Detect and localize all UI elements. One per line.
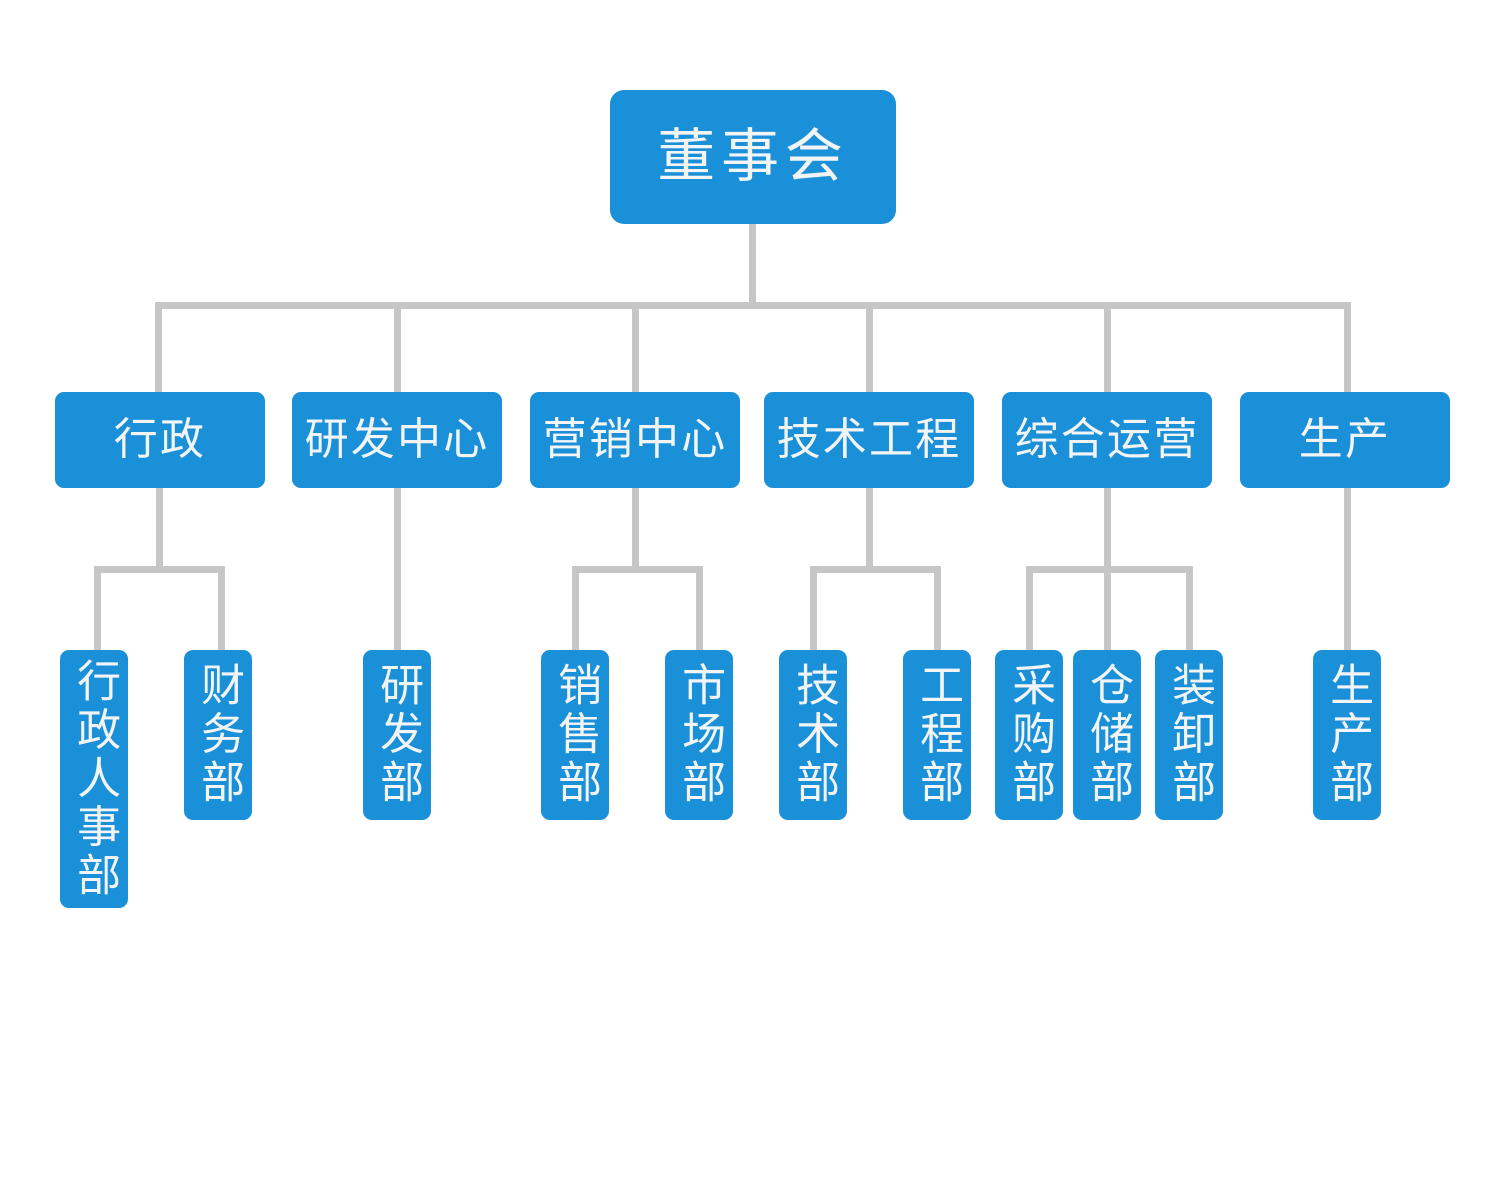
org-node-division-integrated-operations[interactable]: 综合运营 <box>1002 392 1212 488</box>
connector-bus-technical-engineering <box>810 566 941 573</box>
connector-bus-marketing-center <box>572 566 703 573</box>
connector-stem-marketing-center <box>632 488 639 570</box>
connector-stem-production <box>1344 488 1351 650</box>
org-node-division-administration[interactable]: 行政 <box>55 392 265 488</box>
org-node-root[interactable]: 董事会 <box>610 90 896 224</box>
connector-drop-technical <box>810 566 817 650</box>
org-node-division-rnd-center[interactable]: 研发中心 <box>292 392 502 488</box>
org-node-dept-technical[interactable]: 技术部 <box>779 650 847 820</box>
org-node-dept-sales[interactable]: 销售部 <box>541 650 609 820</box>
connector-drop-finance <box>218 566 225 650</box>
connector-level2-bus <box>155 302 1351 309</box>
org-node-division-production[interactable]: 生产 <box>1240 392 1450 488</box>
connector-drop-sales <box>572 566 579 650</box>
org-node-dept-market[interactable]: 市场部 <box>665 650 733 820</box>
connector-drop-division-3 <box>866 302 873 394</box>
org-node-dept-production[interactable]: 生产部 <box>1313 650 1381 820</box>
org-node-dept-engineering[interactable]: 工程部 <box>903 650 971 820</box>
connector-drop-division-0 <box>155 302 162 394</box>
connector-root-stem <box>749 224 756 306</box>
connector-drop-loading <box>1186 566 1193 650</box>
org-node-dept-warehousing[interactable]: 仓储部 <box>1073 650 1141 820</box>
connector-stem-technical-engineering <box>866 488 873 570</box>
org-node-dept-finance[interactable]: 财务部 <box>184 650 252 820</box>
connector-drop-division-4 <box>1104 302 1111 394</box>
connector-drop-engineering <box>934 566 941 650</box>
connector-drop-market <box>696 566 703 650</box>
connector-stem-administration <box>156 488 163 570</box>
connector-stem-rnd-center <box>394 488 401 650</box>
org-node-dept-procurement[interactable]: 采购部 <box>995 650 1063 820</box>
connector-drop-division-2 <box>632 302 639 394</box>
connector-drop-warehousing <box>1104 566 1111 650</box>
org-node-dept-admin-hr[interactable]: 行政人事部 <box>60 650 128 908</box>
connector-drop-division-5 <box>1344 302 1351 394</box>
connector-drop-division-1 <box>394 302 401 394</box>
org-node-division-marketing-center[interactable]: 营销中心 <box>530 392 740 488</box>
connector-bus-administration <box>94 566 225 573</box>
org-node-dept-loading-unloading[interactable]: 装卸部 <box>1155 650 1223 820</box>
connector-drop-admin-hr <box>94 566 101 650</box>
org-node-dept-rnd[interactable]: 研发部 <box>363 650 431 820</box>
org-node-division-technical-engineering[interactable]: 技术工程 <box>764 392 974 488</box>
connector-drop-procurement <box>1026 566 1033 650</box>
connector-stem-integrated-operations <box>1104 488 1111 570</box>
